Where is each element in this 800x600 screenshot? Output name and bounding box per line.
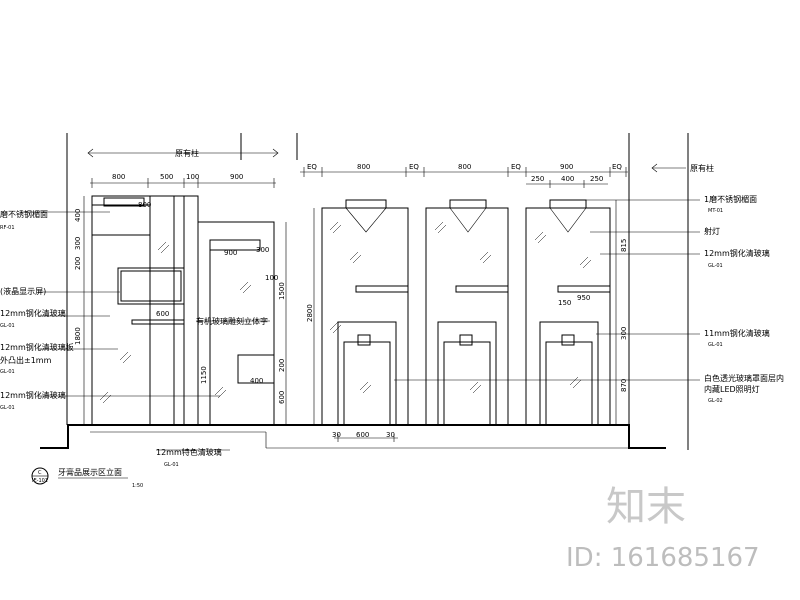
material-tag: GL-01 bbox=[0, 369, 15, 375]
acrylic-engrave-label: 有机玻璃雕刻立体字 bbox=[196, 316, 268, 326]
drawing-title-block: C IE-101 牙膏品展示区立面 1:50 bbox=[31, 467, 143, 489]
dim-label: 600 bbox=[156, 310, 169, 318]
glass-label: 12mm钢化清玻璃 bbox=[0, 308, 66, 318]
original-column-label-right: 原有柱 bbox=[690, 163, 714, 173]
stainless-header-label: 磨不锈钢楣面 bbox=[0, 209, 48, 219]
dim-label: 900 bbox=[560, 163, 573, 171]
material-tag: GL-01 bbox=[0, 405, 15, 411]
showcase-3 bbox=[525, 199, 611, 426]
drawing-title: 牙膏品展示区立面 bbox=[58, 467, 122, 477]
showcase-2 bbox=[425, 199, 509, 426]
dim-label: 600 bbox=[278, 391, 286, 404]
dim-label: 800 bbox=[112, 173, 125, 181]
showcase-1 bbox=[321, 199, 409, 426]
dim-label: 100 bbox=[186, 173, 199, 181]
eq-label: EQ bbox=[307, 163, 317, 171]
dim-label: 870 bbox=[620, 379, 628, 392]
dim-label: 200 bbox=[278, 359, 286, 372]
frosted-glass-label-2: 内藏LED照明灯 bbox=[704, 384, 760, 394]
section-number: C bbox=[38, 470, 42, 476]
material-tag: GL-01 bbox=[0, 323, 15, 329]
dim-label: 400 bbox=[561, 175, 574, 183]
dim-label: 2800 bbox=[306, 304, 314, 322]
outward-note-label: 外凸出±1mm bbox=[0, 355, 52, 365]
glass-low-label: 12mm钢化清玻璃 bbox=[0, 390, 66, 400]
dim-label: 600 bbox=[356, 431, 369, 439]
material-tag: GL-01 bbox=[708, 342, 723, 348]
dim-label: 100 bbox=[265, 274, 278, 282]
dim-bottom: 30 600 30 bbox=[332, 431, 398, 442]
frosted-glass-label-1: 白色透光玻璃罩面层内 bbox=[704, 373, 784, 383]
watermark-id: ID: 161685167 bbox=[566, 543, 760, 573]
dim-vertical-right: 815 300 870 bbox=[615, 200, 628, 425]
material-tag: GL-01 bbox=[164, 462, 179, 468]
dim-label: 150 bbox=[558, 299, 571, 307]
original-column-left-dim: 原有柱 bbox=[87, 148, 279, 158]
eq-label: EQ bbox=[409, 163, 419, 171]
dim-label: 250 bbox=[590, 175, 603, 183]
dim-label: 950 bbox=[577, 294, 590, 302]
dim-label: 800 bbox=[138, 201, 151, 209]
dim-label: 400 bbox=[74, 209, 82, 222]
lcd-screen-label: (液晶显示屏) bbox=[0, 286, 46, 296]
dim-label: 30 bbox=[332, 431, 341, 439]
left-showcase bbox=[91, 195, 185, 426]
material-tag: RF-01 bbox=[0, 225, 15, 231]
watermark-logo: 知末 bbox=[606, 484, 686, 530]
material-tag: MT-01 bbox=[708, 208, 723, 214]
dim-label: 900 bbox=[224, 249, 237, 257]
dim-label: 300 bbox=[74, 237, 82, 250]
material-tag: GL-01 bbox=[708, 263, 723, 269]
dim-chain-top-right: EQ 800 EQ 800 EQ 900 EQ 250 400 250 bbox=[300, 163, 628, 188]
dim-label: 800 bbox=[458, 163, 471, 171]
original-column-right-dim: 原有柱 bbox=[651, 163, 714, 173]
dim-vertical-left: 400 300 200 1800 bbox=[74, 196, 85, 425]
left-mid-panel bbox=[183, 195, 275, 426]
dim-label: 30 bbox=[386, 431, 395, 439]
annotations-left: 磨不锈钢楣面 RF-01 (液晶显示屏) 12mm钢化清玻璃 GL-01 12m… bbox=[0, 209, 270, 468]
dim-label: 800 bbox=[357, 163, 370, 171]
section-ref: IE-101 bbox=[32, 478, 48, 484]
dim-label: 1500 bbox=[278, 282, 286, 300]
column-markers bbox=[66, 133, 689, 450]
dim-label: 815 bbox=[620, 239, 628, 252]
stainless-header-right-label: 1磨不锈钢楣面 bbox=[704, 194, 757, 204]
dim-label: 400 bbox=[250, 377, 263, 385]
glass-hatching bbox=[99, 221, 592, 404]
original-column-label: 原有柱 bbox=[175, 148, 199, 158]
dim-label: 250 bbox=[531, 175, 544, 183]
dim-label: 300 bbox=[256, 246, 269, 254]
glass-right-label: 12mm钢化清玻璃 bbox=[704, 248, 770, 258]
dim-label: 1150 bbox=[200, 366, 208, 384]
dim-label: 1800 bbox=[74, 327, 82, 345]
glass-right2-label: 11mm钢化清玻璃 bbox=[704, 328, 770, 338]
floor-line bbox=[40, 424, 666, 449]
dim-vertical-mid: 1500 1150 2800 600 bbox=[200, 208, 315, 425]
tinted-glass-label: 12mm特色清玻璃 bbox=[156, 447, 222, 457]
dim-label: 200 bbox=[74, 257, 82, 270]
dim-label: 300 bbox=[620, 327, 628, 340]
dim-inner: 800 300 900 100 600 400 200 950 150 bbox=[138, 201, 590, 385]
drawing-scale: 1:50 bbox=[132, 483, 143, 489]
watermark: 知末 ID: 161685167 bbox=[566, 484, 760, 573]
eq-label: EQ bbox=[612, 163, 622, 171]
dim-label: 500 bbox=[160, 173, 173, 181]
spot-light-label: 射灯 bbox=[704, 226, 720, 236]
annotations-right: 1磨不锈钢楣面 MT-01 射灯 12mm钢化清玻璃 GL-01 11mm钢化清… bbox=[394, 194, 784, 404]
glass-board-label: 12mm钢化清玻璃板 bbox=[0, 342, 74, 352]
dim-label: 900 bbox=[230, 173, 243, 181]
dim-chain-top-left: 800 500 100 900 bbox=[90, 173, 276, 188]
material-tag: GL-02 bbox=[708, 398, 723, 404]
eq-label: EQ bbox=[511, 163, 521, 171]
